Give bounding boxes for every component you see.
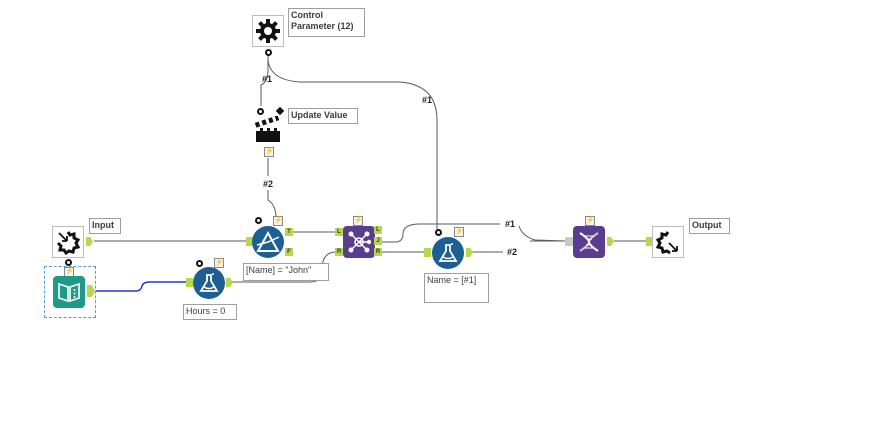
formula-name-tool[interactable] <box>432 237 464 269</box>
left-output-anchor[interactable]: L <box>374 226 382 234</box>
input-anchor[interactable] <box>246 237 253 246</box>
union-tool[interactable] <box>573 226 605 258</box>
filter-prism-icon <box>256 231 280 252</box>
selection-box <box>44 266 96 318</box>
connection-label: #2 <box>263 179 274 189</box>
formula-flask-icon <box>438 243 458 262</box>
macro-output-icon <box>655 231 678 255</box>
join-icon <box>348 231 372 253</box>
connection-update-filter[interactable] <box>267 158 277 219</box>
macro-input-tool[interactable] <box>52 226 84 258</box>
clapperboard-icon <box>254 115 280 142</box>
join-output-anchor[interactable]: J <box>374 237 382 245</box>
connection-textinput-formula[interactable] <box>96 281 192 292</box>
connection-join-union-1[interactable] <box>380 223 500 243</box>
formula-hours-tool[interactable] <box>193 267 225 299</box>
output-label: Output <box>689 218 730 234</box>
gear-icon <box>256 19 280 43</box>
input-anchor[interactable] <box>424 248 431 257</box>
multi-input-anchor[interactable] <box>565 237 573 246</box>
left-input-anchor[interactable]: L <box>335 228 343 236</box>
filter-label: [Name] = "John" <box>243 263 329 281</box>
output-anchor[interactable] <box>86 237 93 246</box>
macro-input-icon <box>56 231 81 255</box>
false-output-anchor[interactable]: F <box>285 248 293 256</box>
output-anchor[interactable] <box>87 285 95 297</box>
parameter-anchor-icon[interactable] <box>257 108 264 115</box>
parameter-anchor-icon[interactable] <box>65 259 72 266</box>
filter-tool[interactable] <box>252 226 284 258</box>
formula-flask-icon <box>199 273 219 292</box>
output-anchor[interactable] <box>607 237 614 246</box>
output-anchor[interactable] <box>226 278 233 287</box>
macro-output-tool[interactable] <box>652 226 684 258</box>
connection-cp-update[interactable] <box>260 50 269 106</box>
bolt-icon: ⚡ <box>264 147 274 157</box>
control-parameter-tool[interactable] <box>252 15 284 47</box>
bolt-icon: ⚡ <box>273 216 283 226</box>
connection-label: #2 <box>507 247 518 257</box>
bolt-icon: ⚡ <box>353 216 363 226</box>
connection-cp-formula[interactable] <box>267 59 438 230</box>
text-input-book-icon <box>58 282 80 303</box>
connection-label: #1 <box>262 74 273 84</box>
formula-name-label: Name = [#1] <box>424 273 489 303</box>
right-input-anchor[interactable]: R <box>335 248 343 256</box>
update-value-tool[interactable] <box>254 115 282 144</box>
bolt-icon: ⚡ <box>454 227 464 237</box>
parameter-anchor-icon[interactable] <box>255 217 262 224</box>
parameter-anchor-icon[interactable] <box>435 229 442 236</box>
right-output-anchor[interactable]: R <box>374 248 382 256</box>
bolt-icon: ⚡ <box>214 258 224 268</box>
output-anchor[interactable] <box>466 248 473 257</box>
input-anchor[interactable] <box>646 237 653 246</box>
connection-label: #1 <box>422 95 433 105</box>
connection-label: #1 <box>505 219 516 229</box>
update-value-label: Update Value <box>288 108 358 124</box>
true-output-anchor[interactable]: T <box>285 228 293 236</box>
join-tool[interactable] <box>343 226 375 258</box>
union-dna-icon <box>579 232 599 252</box>
input-label: Input <box>89 218 121 234</box>
input-anchor[interactable] <box>186 278 193 287</box>
connection-union-in-1[interactable] <box>518 225 566 242</box>
parameter-anchor-icon[interactable] <box>265 49 272 56</box>
control-parameter-label: Control Parameter (12) <box>288 8 365 37</box>
bolt-icon: ⚡ <box>585 216 595 226</box>
text-input-tool[interactable] <box>53 276 85 308</box>
formula-hours-label: Hours = 0 <box>183 304 237 320</box>
parameter-anchor-icon[interactable] <box>196 260 203 267</box>
